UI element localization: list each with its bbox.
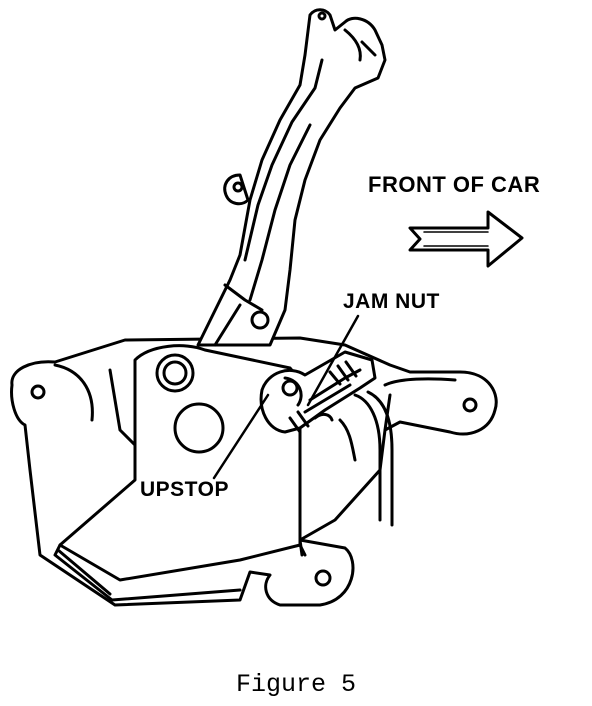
upstop-leader-line: [212, 393, 270, 480]
direction-arrow-icon: [408, 210, 524, 268]
jam-nut-leader-line: [306, 314, 360, 407]
hinge-arm: [196, 8, 387, 347]
front-of-car-label: FRONT OF CAR: [368, 172, 541, 197]
jam-nut-label: JAM NUT: [343, 290, 440, 313]
upstop-jam-nut-assembly: [259, 350, 377, 434]
hinge-bracket-body: [10, 336, 498, 607]
upstop-label: UPSTOP: [140, 478, 229, 501]
figure-caption: Figure 5: [235, 670, 357, 699]
